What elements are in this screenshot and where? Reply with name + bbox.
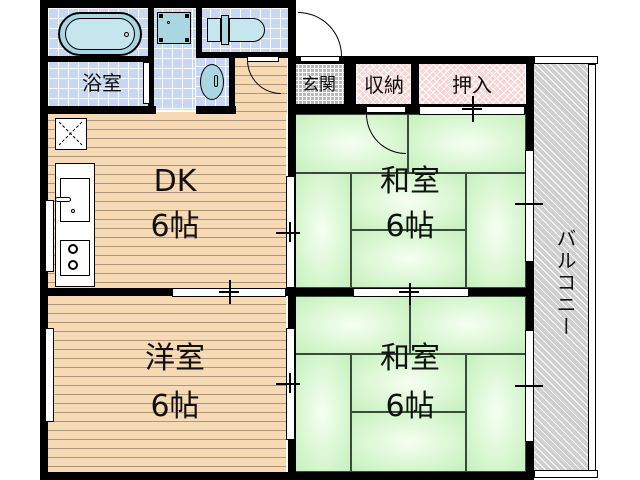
wall (344, 56, 356, 112)
yoshitsu-size: 6帖 (150, 389, 200, 424)
bath-label: 浴室 (82, 71, 122, 95)
outlet-marker (515, 203, 543, 205)
tatami-mat (351, 173, 466, 230)
washitsu-top-size: 6帖 (385, 209, 435, 244)
washitsu-top-label: 和室 (380, 164, 440, 199)
genkan-area (294, 64, 344, 104)
washitsu-sliding-door[interactable] (353, 288, 469, 297)
bath-door[interactable] (143, 62, 150, 104)
wall (40, 0, 296, 8)
outlet-marker (289, 373, 291, 393)
balcony-label: バルコニー (553, 228, 577, 338)
washitsu-bottom-room (294, 296, 526, 472)
wall (48, 56, 148, 62)
washitsu-bottom-label: 和室 (380, 341, 440, 376)
balcony-area (534, 64, 594, 472)
outlet-marker (515, 385, 543, 387)
tatami-mat (466, 354, 526, 472)
wall (229, 56, 235, 112)
wall (40, 0, 48, 480)
dk-label: DK (153, 164, 197, 199)
wall (196, 8, 202, 56)
wall (411, 56, 419, 112)
yoshitsu-room (48, 296, 286, 472)
entrance-door[interactable] (298, 12, 342, 56)
dk-size: 6帖 (150, 209, 200, 244)
outlet-marker (276, 383, 300, 385)
tatami-mat (351, 230, 466, 288)
entrance-threshold (300, 56, 340, 62)
tatami-mat (351, 412, 466, 472)
balcony-top-edge (534, 56, 598, 64)
balcony-bottom-edge (534, 470, 598, 478)
fridge-space-icon (55, 118, 87, 150)
tatami-mat (408, 114, 526, 173)
stove-icon (60, 240, 90, 276)
wall (196, 106, 236, 114)
tatami-mat (466, 173, 526, 288)
kitchen-counter (55, 163, 95, 287)
outlet-marker (399, 291, 419, 293)
washing-machine-icon (157, 12, 191, 44)
outlet-marker (276, 232, 300, 234)
wall (40, 472, 534, 480)
wall (196, 52, 288, 58)
outlet-marker (289, 222, 291, 242)
outlet-marker (462, 108, 482, 110)
wall (526, 56, 534, 480)
sink-icon (55, 178, 90, 222)
tatami-mat (410, 296, 526, 354)
toilet-icon (207, 15, 277, 45)
bathtub-icon (58, 12, 142, 56)
kitchen-window[interactable] (45, 200, 54, 272)
tatami-mat (294, 354, 351, 472)
closet-label: 押入 (452, 73, 492, 97)
washitsu-top-window[interactable] (525, 150, 534, 262)
storage-area (357, 64, 411, 106)
yoshitsu-window[interactable] (45, 328, 54, 422)
tatami-mat (294, 173, 351, 288)
washitsu-door-frame (366, 106, 406, 113)
yoshitsu-label: 洋室 (145, 341, 205, 376)
outlet-marker (409, 283, 411, 305)
wall (40, 288, 534, 296)
wall (288, 0, 296, 64)
genkan-label: 玄関 (302, 75, 336, 95)
wall (148, 8, 154, 112)
outlet-marker (219, 291, 239, 293)
washbasin-icon (200, 64, 224, 100)
storage-label: 収納 (364, 73, 404, 97)
washitsu-bottom-size: 6帖 (385, 389, 435, 424)
hall-threshold (247, 56, 279, 62)
tatami-mat (351, 354, 466, 412)
tatami-mat (294, 296, 410, 354)
wall (40, 106, 156, 114)
balcony-railing (588, 64, 596, 472)
washitsu-top-room (294, 114, 526, 288)
